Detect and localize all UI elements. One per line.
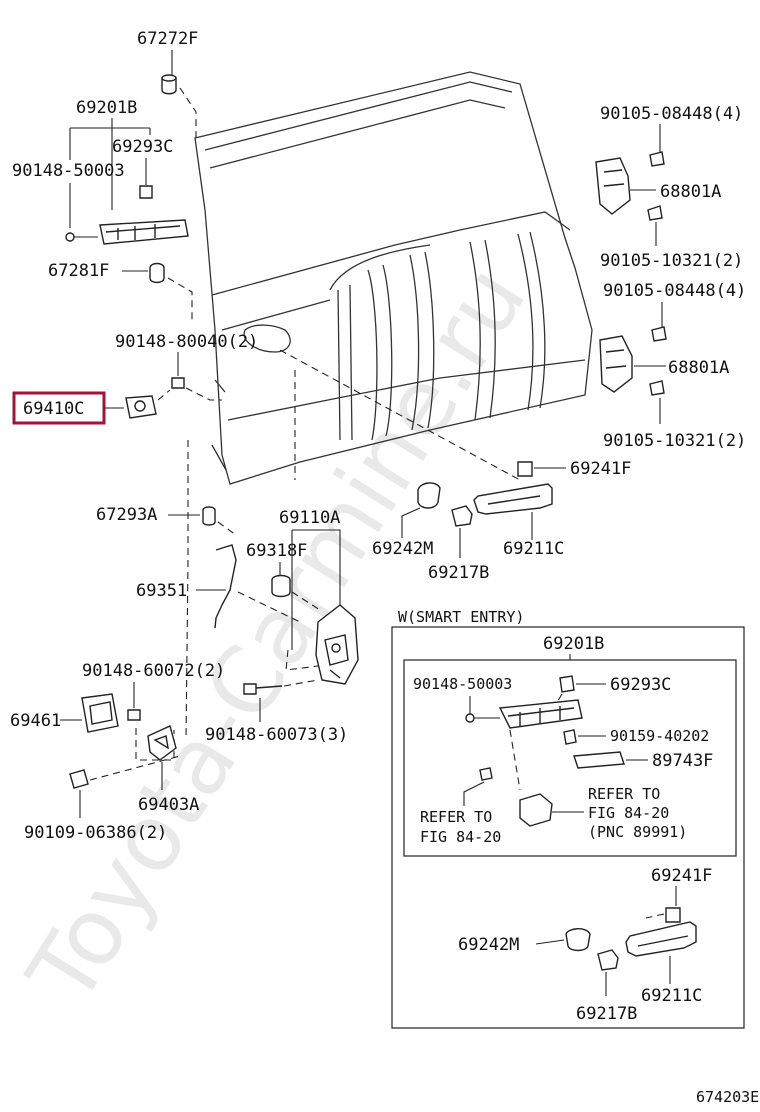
label-69242M-main: 69242M [372, 539, 433, 559]
label-69201B: 69201B [76, 98, 137, 118]
figure-code: 674203E [696, 1088, 759, 1106]
smart-entry-panel: W(SMART ENTRY) 69201B 90148-50003 69293C… [391, 608, 745, 1029]
label-69403A: 69403A [138, 795, 199, 815]
part-69201B-group: 69201B 69293C 90148-50003 [12, 98, 189, 245]
label-89743F-se: 89743F [652, 751, 713, 771]
smart-entry-frame [391, 626, 745, 1029]
label-68801A-upper: 68801A [660, 182, 721, 202]
label-69293C-se: 69293C [610, 675, 671, 695]
refer-right-line3: (PNC 89991) [588, 823, 687, 841]
smart-entry-inner-frame [403, 659, 737, 857]
refer-right-line2: FIG 84-20 [588, 804, 669, 822]
label-69241F-main: 69241F [570, 459, 631, 479]
label-69241F-se: 69241F [651, 866, 712, 886]
refer-left-line1: REFER TO [420, 808, 492, 826]
watermark: Toyota-Carmine.ru [7, 248, 546, 1023]
back-door-panel [194, 71, 593, 485]
label-69410C: 69410C [23, 399, 84, 419]
part-67272F: 67272F [137, 29, 198, 138]
label-67272F: 67272F [137, 29, 198, 49]
part-90109-06386: 90109-06386(2) [24, 769, 167, 843]
label-69211C-se: 69211C [641, 986, 702, 1006]
label-69242M-se: 69242M [458, 935, 519, 955]
label-90148-80040: 90148-80040(2) [115, 332, 258, 352]
part-67293A: 67293A [96, 505, 237, 536]
label-90105-08448-upper: 90105-08448(4) [600, 104, 743, 124]
part-69110A: 69110A [279, 370, 359, 685]
hinge-lower: 90105-08448(4) 68801A 90105-10321(2) [599, 281, 746, 451]
label-68801A-lower: 68801A [668, 358, 729, 378]
label-90105-10321-upper: 90105-10321(2) [600, 251, 743, 271]
label-67293A: 67293A [96, 505, 157, 525]
label-69318F: 69318F [246, 541, 307, 561]
refer-left-line2: FIG 84-20 [420, 828, 501, 846]
part-90148-60073: 90148-60073(3) [205, 679, 348, 745]
part-90148-80040: 90148-80040(2) [115, 332, 258, 401]
label-90148-60072: 90148-60072(2) [82, 661, 225, 681]
label-90109-06386: 90109-06386(2) [24, 823, 167, 843]
part-90148-60072: 90148-60072(2) [82, 661, 225, 721]
guide-line-left [185, 440, 189, 741]
part-69403A: 69403A [89, 725, 199, 815]
label-69351: 69351 [136, 581, 187, 601]
outer-handle-main: 69241F 69211C 69242M 69217B [279, 349, 631, 583]
label-69201B-se: 69201B [543, 634, 604, 654]
label-90105-10321-lower: 90105-10321(2) [603, 431, 746, 451]
label-90148-50003-se: 90148-50003 [413, 675, 512, 693]
label-69217B-se: 69217B [576, 1004, 637, 1024]
label-69293C: 69293C [112, 137, 173, 157]
refer-right-line1: REFER TO [588, 785, 660, 803]
label-90105-08448-lower: 90105-08448(4) [603, 281, 746, 301]
part-67281F: 67281F [48, 261, 193, 320]
part-69351: 69351 [136, 544, 301, 629]
label-69461: 69461 [10, 711, 61, 731]
label-67281F: 67281F [48, 261, 109, 281]
label-90148-50003: 90148-50003 [12, 161, 125, 181]
label-90148-60073: 90148-60073(3) [205, 725, 348, 745]
hinge-upper: 90105-08448(4) 68801A 90105-10321(2) [595, 104, 743, 271]
label-69217B-main: 69217B [428, 563, 489, 583]
part-69410C: 69410C [12, 389, 171, 425]
label-90159-40202-se: 90159-40202 [610, 727, 709, 745]
label-69110A: 69110A [279, 508, 340, 528]
label-69211C-main: 69211C [503, 539, 564, 559]
smart-entry-title: W(SMART ENTRY) [398, 608, 524, 626]
part-69461: 69461 [10, 693, 119, 733]
